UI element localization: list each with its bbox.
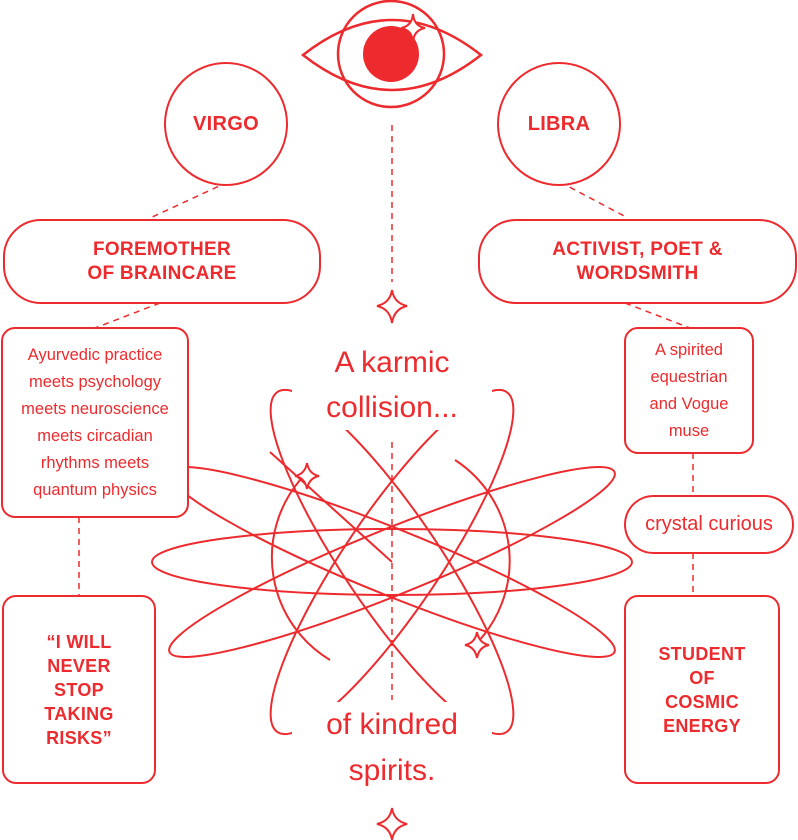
eye-icon	[300, 0, 484, 109]
right-tagline-box: STUDENT OF COSMIC ENERGY	[624, 595, 780, 784]
right-description-box: A spirited equestrian and Vogue muse	[624, 327, 754, 454]
sparkle-icon	[376, 807, 408, 840]
left-title: FOREMOTHER OF BRAINCARE	[87, 238, 237, 284]
left-title-pill: FOREMOTHER OF BRAINCARE	[3, 219, 321, 304]
libra-sign-circle: LIBRA	[497, 62, 621, 186]
libra-label: LIBRA	[527, 112, 591, 135]
connector-lines	[78, 125, 694, 700]
virgo-sign-circle: VIRGO	[164, 62, 288, 186]
right-trait-pill: crystal curious	[624, 495, 794, 554]
right-trait: crystal curious	[645, 513, 773, 535]
right-description: A spirited equestrian and Vogue muse	[649, 340, 729, 440]
center-headline: A karmic collision...	[292, 340, 492, 430]
left-quote-box: “I WILL NEVER STOP TAKING RISKS”	[2, 595, 156, 784]
center-footer: of kindred spirits.	[292, 702, 492, 794]
right-tagline: STUDENT OF COSMIC ENERGY	[658, 643, 746, 736]
right-title-pill: ACTIVIST, POET & WORDSMITH	[478, 219, 797, 304]
sparkle-icon	[376, 289, 408, 324]
left-quote: “I WILL NEVER STOP TAKING RISKS”	[44, 631, 114, 748]
arrow-star-icon	[294, 462, 490, 659]
virgo-label: VIRGO	[193, 112, 259, 135]
left-description-box: Ayurvedic practice meets psychology meet…	[1, 327, 189, 518]
left-description: Ayurvedic practice meets psychology meet…	[21, 345, 169, 499]
right-title: ACTIVIST, POET & WORDSMITH	[552, 238, 723, 284]
